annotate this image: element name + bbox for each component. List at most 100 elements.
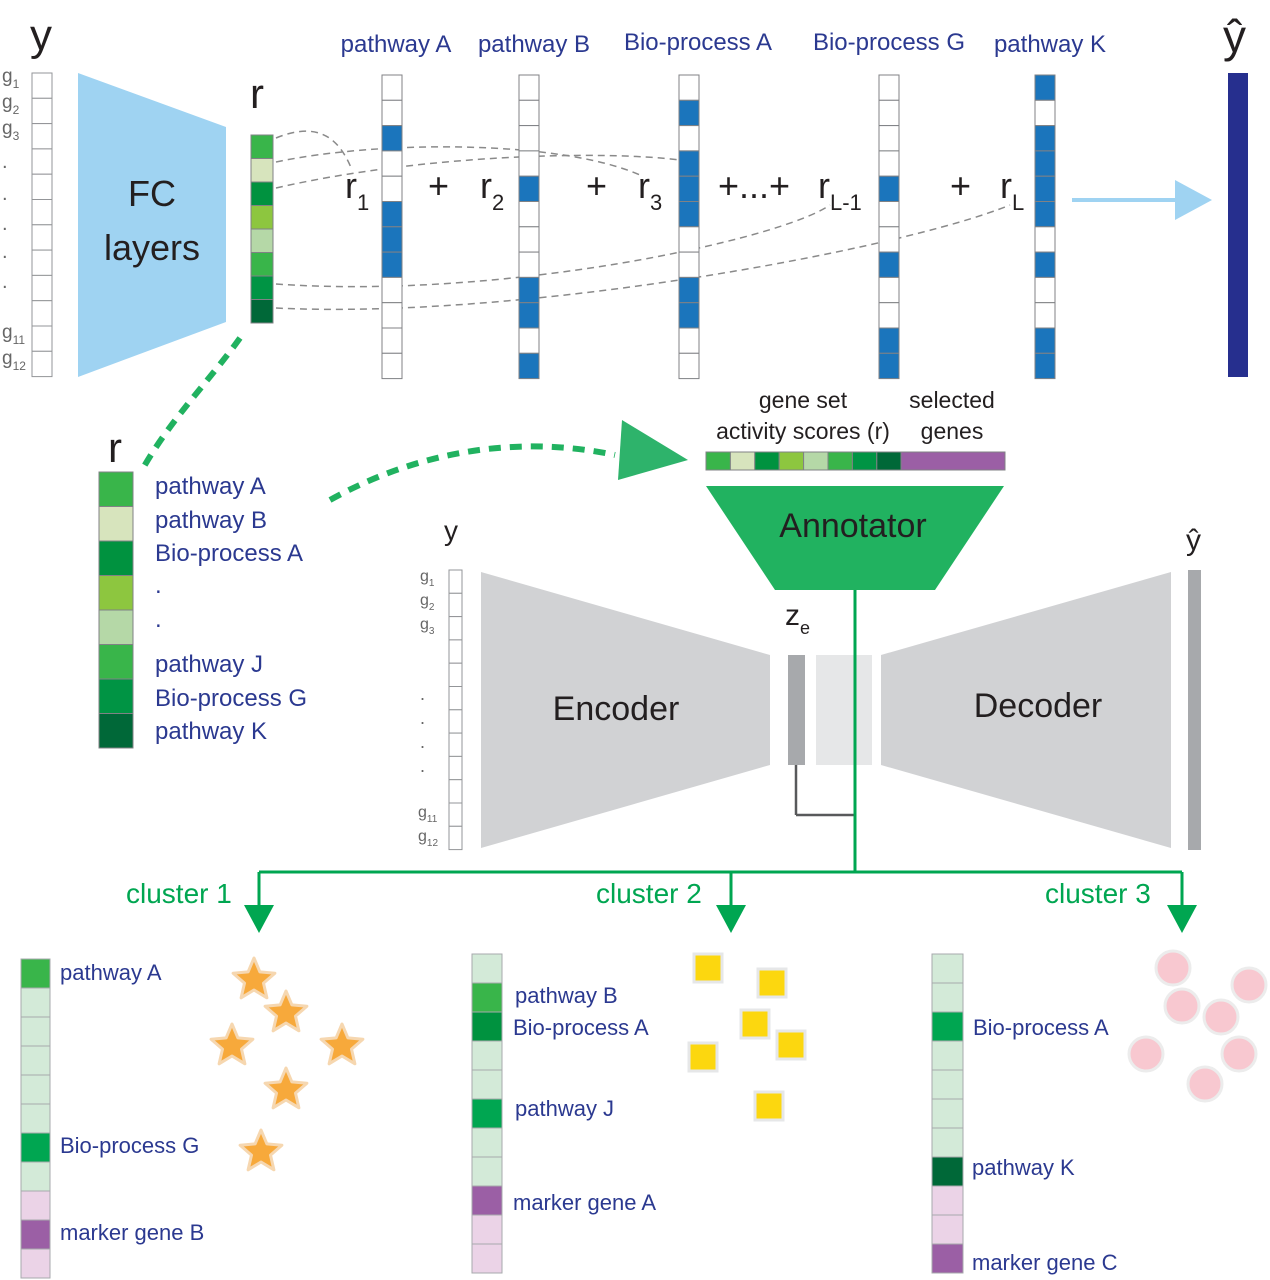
cluster-1-label: cluster 1 [126, 878, 232, 909]
pathway-cell [878, 150, 900, 177]
cluster-2-item: pathway B [515, 983, 618, 1008]
gene-cell [448, 616, 463, 641]
pathway-cell [1034, 74, 1056, 101]
pathway-cell [518, 125, 540, 152]
gene-cell [31, 72, 53, 99]
pathway-cell [518, 201, 540, 228]
pathway-cell [1034, 327, 1056, 354]
svg-text:rL-1: rL-1 [818, 165, 862, 215]
pathway-cell [678, 352, 700, 380]
r-cell [250, 275, 274, 300]
svg-text:.: . [420, 732, 425, 752]
r-cell [250, 205, 274, 230]
cluster-1-cell [20, 1074, 51, 1105]
cluster-1-cell [20, 1248, 51, 1279]
pathway-cell [678, 276, 700, 304]
square-cell-marker [775, 1029, 807, 1061]
svg-text:.: . [2, 183, 8, 205]
svg-text:g12: g12 [2, 348, 26, 373]
output-arrow-top [1072, 180, 1212, 220]
r-label-top: r [250, 70, 264, 117]
cluster-2-cell [471, 1214, 503, 1245]
dashed-green-link-left [139, 336, 243, 472]
cluster-1-stars [209, 956, 365, 1172]
circle-cell-marker [1202, 998, 1240, 1036]
cluster-3-cell [931, 1011, 964, 1042]
pathway-cell [381, 327, 403, 354]
pathway-cell [878, 125, 900, 152]
r-legend-cell [98, 575, 134, 611]
cluster-2-cell [471, 1011, 503, 1042]
r-vector-top [250, 134, 274, 324]
r-legend-cell [98, 506, 134, 542]
gene-cell [31, 300, 53, 327]
pathway-cell [1034, 99, 1056, 127]
gene-cell [448, 732, 463, 757]
encoder-label: Encoder [553, 690, 680, 728]
svg-text:.: . [2, 241, 8, 263]
cluster-3-cell [931, 953, 964, 984]
r-legend-cell [98, 713, 134, 749]
star-cell-marker [263, 1066, 309, 1110]
star-cell-marker [231, 956, 277, 1000]
svg-text:.: . [2, 213, 8, 235]
svg-text:g2: g2 [2, 92, 20, 117]
circle-cell-marker [1230, 966, 1268, 1004]
pathway-header-a: pathway A [341, 31, 452, 58]
pathway-cell [518, 276, 540, 304]
svg-text:.: . [420, 756, 425, 776]
gene-cell [448, 592, 463, 618]
svg-text:pathway J: pathway J [155, 651, 263, 678]
pathway-cell [381, 74, 403, 101]
cluster-1-cell [20, 1016, 51, 1047]
pathway-cell [518, 226, 540, 253]
cluster-3-cell [931, 1243, 964, 1274]
pathway-cell [1034, 150, 1056, 177]
gene-cell [31, 97, 53, 125]
square-cell-marker [687, 1041, 719, 1073]
pathway-cell [518, 251, 540, 278]
latent-z-label: ze [785, 599, 810, 638]
pathway-cell [518, 175, 540, 202]
encoder-block [481, 572, 770, 848]
cluster-1-cell [20, 1132, 51, 1163]
annotator-latent-connector [794, 590, 857, 872]
selected-genes-label-2: genes [921, 418, 984, 444]
pathway-cell [381, 226, 403, 253]
svg-text:g11: g11 [418, 804, 438, 825]
pathway-header-bio-a: Bio-process A [624, 29, 772, 56]
annotator-input-cell [876, 451, 902, 471]
cluster-2-squares [687, 952, 807, 1122]
cluster-1-item: Bio-process G [60, 1133, 199, 1158]
weighted-sum-equation: r1 + r2 + r3 +...+ rL-1 + rL [345, 165, 1024, 215]
cluster-2-item: Bio-process A [513, 1015, 649, 1040]
gene-cell [448, 686, 463, 711]
svg-text:.: . [2, 271, 8, 293]
svg-text:+...+: +...+ [718, 165, 790, 206]
pathway-cell [878, 302, 900, 329]
svg-text:rL: rL [1000, 165, 1024, 215]
pathway-column-b [518, 74, 540, 380]
pathway-cell [878, 327, 900, 354]
star-cell-marker [238, 1128, 284, 1172]
pathway-cell [518, 352, 540, 380]
cluster-2-cell [471, 982, 503, 1013]
annotator-label: Annotator [779, 507, 926, 545]
cluster-3-cell [931, 1069, 964, 1100]
pathway-cell [381, 125, 403, 152]
svg-text:.: . [420, 684, 425, 704]
output-yhat-label: ŷ [1223, 10, 1246, 62]
circle-cell-marker [1220, 1035, 1258, 1073]
pathway-cell [678, 327, 700, 354]
pathway-cell [678, 201, 700, 228]
pathway-cell [518, 150, 540, 177]
pathway-header-k: pathway K [994, 31, 1106, 58]
ae-gene-labels: g1 g2 g3 . . . . g11 g12 [418, 568, 438, 849]
cluster-2-item: marker gene A [513, 1190, 656, 1215]
ae-gene-column [448, 569, 463, 851]
pathway-header-b: pathway B [478, 31, 590, 58]
bio-process-column-g [878, 74, 900, 380]
cluster-2-cell [471, 1040, 503, 1071]
cluster-2-vector [471, 953, 503, 1274]
